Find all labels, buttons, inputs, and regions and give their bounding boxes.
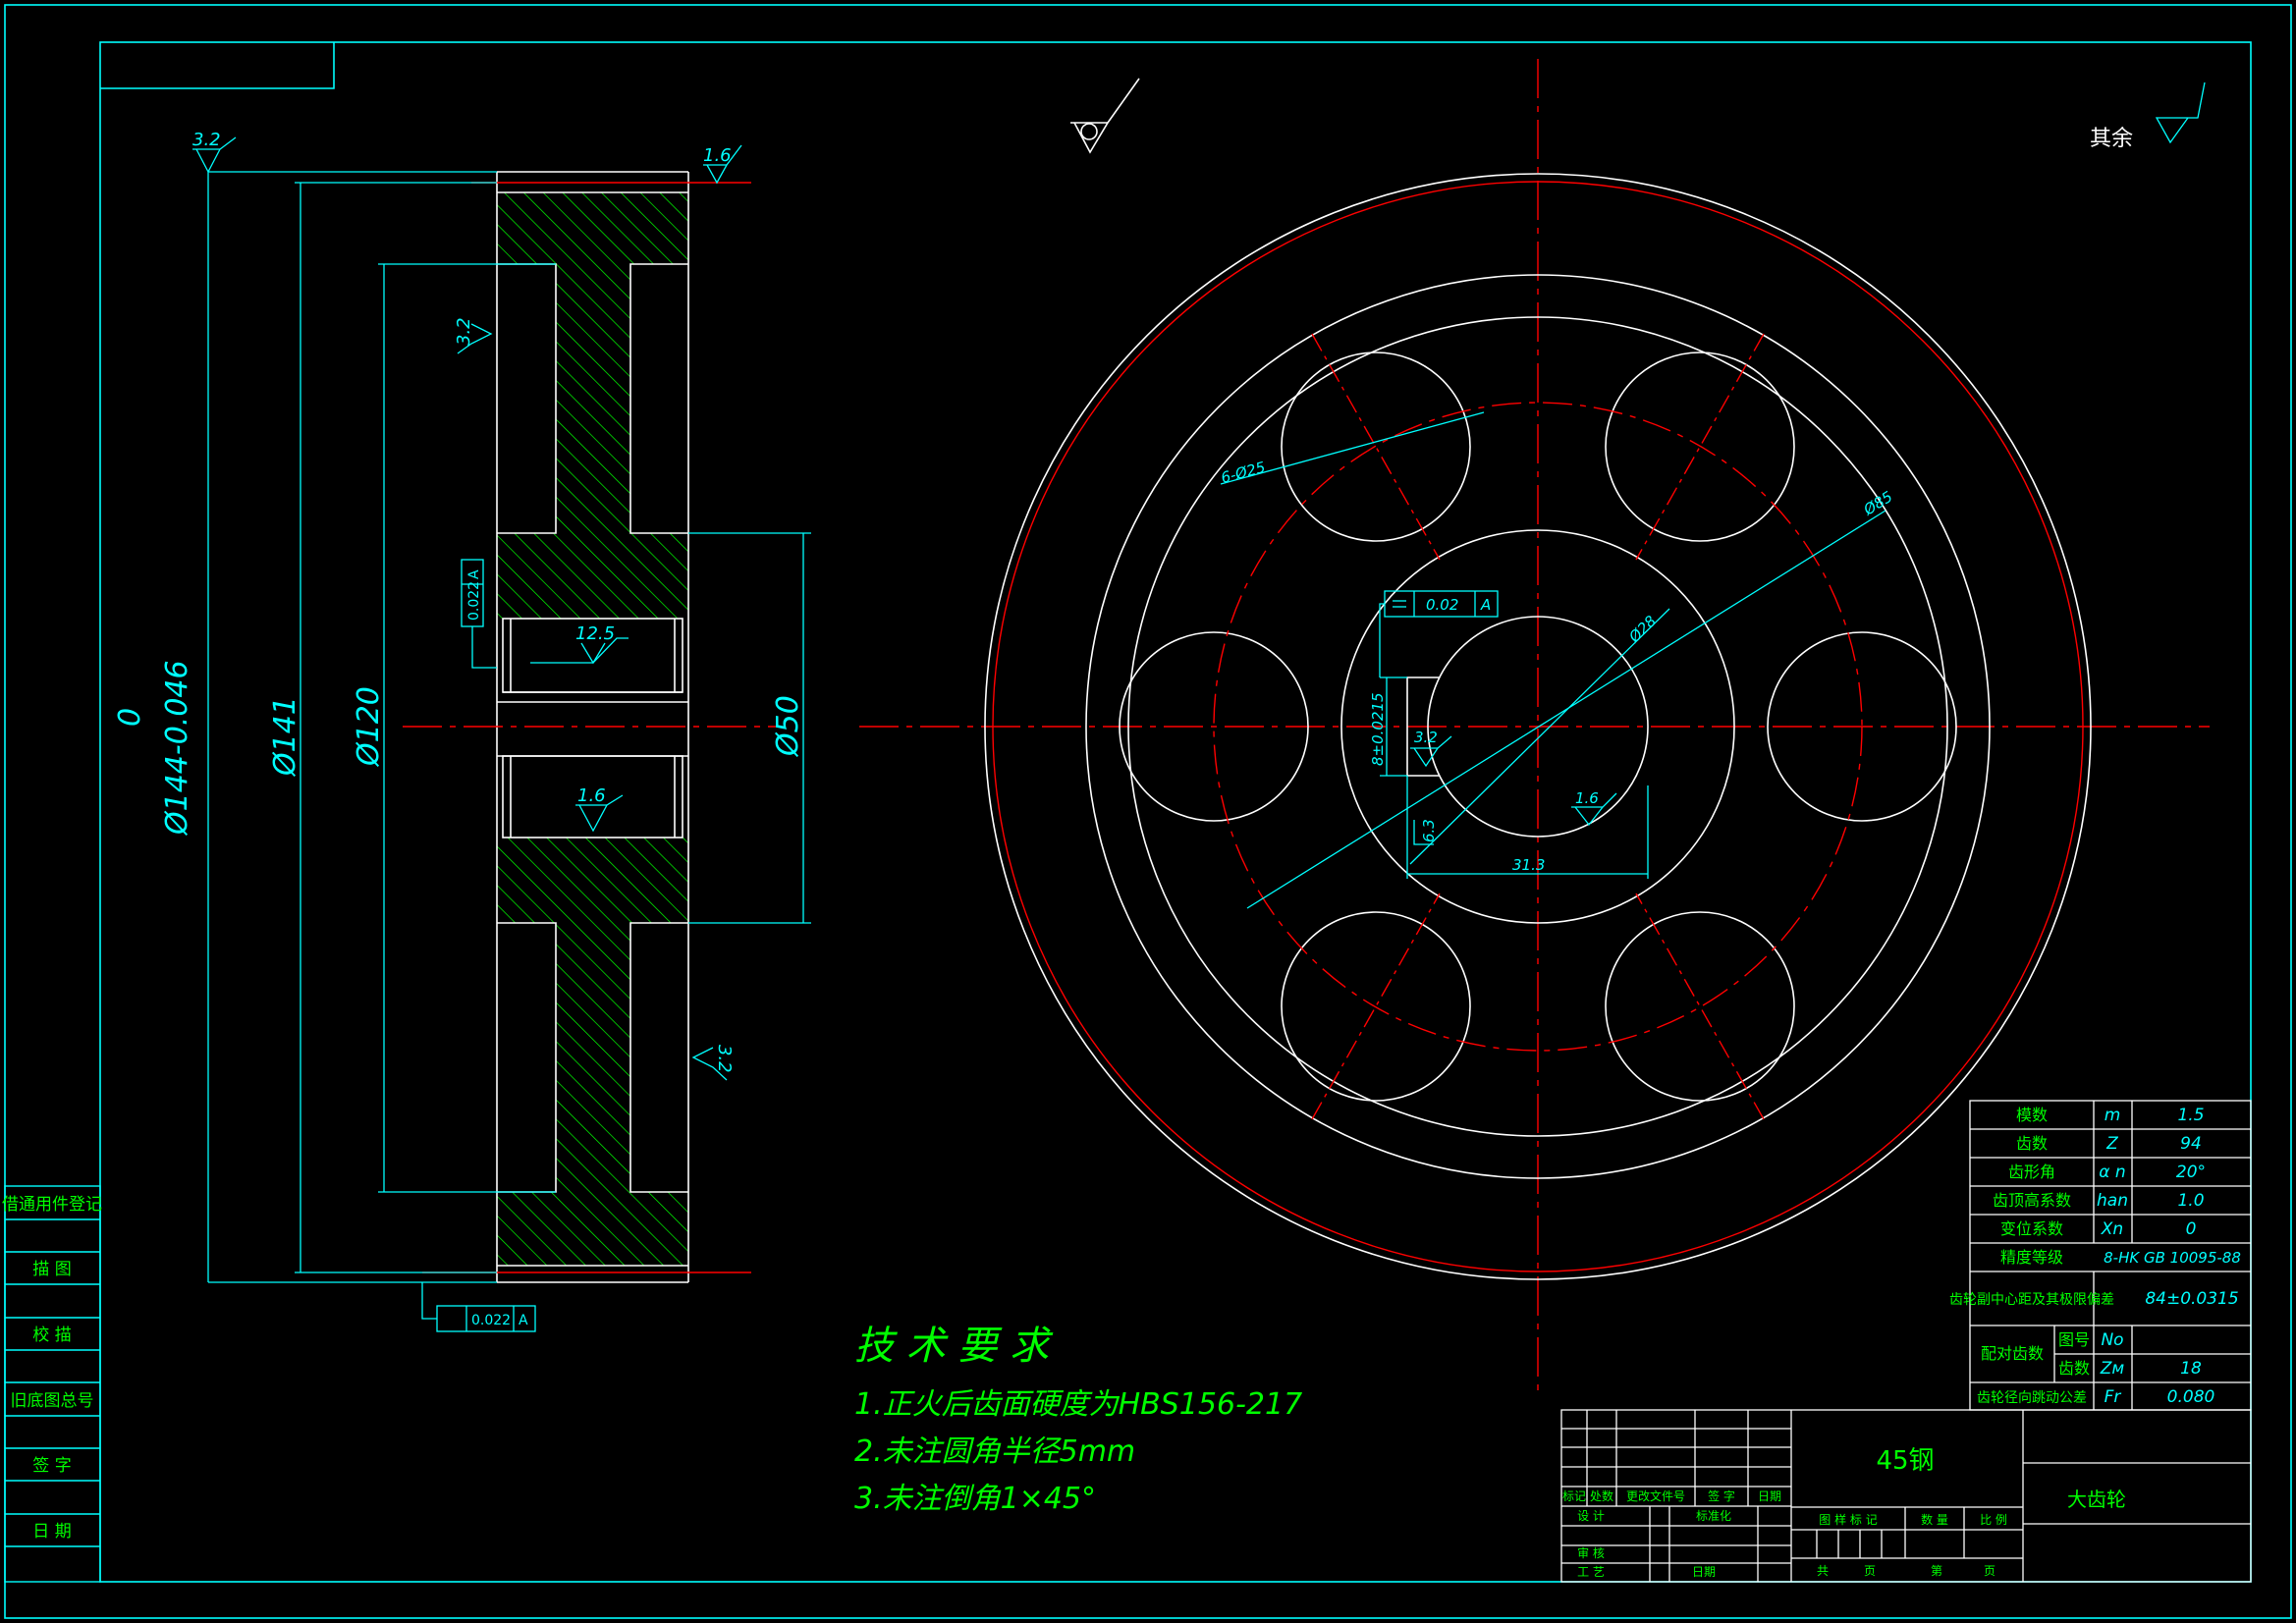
front-centerlines — [859, 59, 2210, 1394]
rev-header-1: 标记 — [1562, 1489, 1586, 1503]
ra-lower-right: 3.2 — [714, 1045, 735, 1073]
tech-item-2: 2.未注圆角半径5mm — [854, 1434, 1135, 1469]
lightening-hole — [1605, 911, 1795, 1102]
side-label-1: 借通用件登记 — [2, 1195, 102, 1215]
param-val-center: 84±0.0315 — [2145, 1289, 2238, 1309]
param-val-xn: 0 — [2186, 1219, 2197, 1239]
general-roughness-symbol — [1070, 78, 1140, 154]
runout-value-bottom: 0.022 — [471, 1313, 511, 1328]
lightening-hole — [1605, 352, 1795, 542]
section-hatch — [497, 192, 688, 1266]
dim-keyway-depth: 31.3 — [1512, 856, 1545, 874]
tb-scale: 比 例 — [1980, 1513, 2007, 1527]
ra-bore-bottom: 1.6 — [577, 785, 606, 806]
param-label-center: 齿轮副中心距及其极限偏差 — [1949, 1292, 2114, 1308]
param-val-han: 1.0 — [2177, 1191, 2204, 1211]
tb-stage: 图 样 标 记 — [1819, 1512, 1877, 1527]
runout-datum-front: A — [1480, 596, 1491, 614]
side-label-5: 签 字 — [32, 1456, 71, 1476]
section-view — [403, 171, 776, 1283]
material: 45钢 — [1876, 1446, 1934, 1476]
tech-item-1: 1.正火后齿面硬度为HBS156-217 — [854, 1387, 1302, 1422]
runout-datum-side: A — [466, 569, 482, 579]
param-label-pair: 配对齿数 — [1981, 1344, 2044, 1363]
tech-title: 技 术 要 求 — [854, 1324, 1054, 1369]
param-sym-fr: Fr — [2105, 1387, 2122, 1407]
param-label-z: 齿数 — [2016, 1134, 2048, 1153]
param-label-pair-z: 齿数 — [2058, 1359, 2090, 1378]
tb-sheet-total: 共 — [1817, 1564, 1829, 1578]
param-label-han: 齿顶高系数 — [1993, 1191, 2071, 1210]
param-label-drawno: 图号 — [2058, 1330, 2090, 1349]
rev-header-4: 签 字 — [1708, 1488, 1735, 1503]
ra-top-left: 3.2 — [192, 130, 221, 150]
param-val-m: 1.5 — [2177, 1106, 2204, 1125]
param-sym-zm: Zм — [2100, 1359, 2125, 1379]
lightening-hole — [1767, 631, 1957, 822]
rev-header-2: 处数 — [1590, 1488, 1613, 1503]
general-roughness-label: 其余 — [2090, 127, 2133, 151]
param-val-pair-z: 18 — [2180, 1359, 2202, 1379]
runout-datum-bottom: A — [519, 1313, 528, 1328]
drawing-frame — [4, 4, 2292, 1619]
param-sym-z: Z — [2105, 1134, 2118, 1154]
param-val-z: 94 — [2180, 1134, 2202, 1154]
side-label-2: 描 图 — [32, 1260, 71, 1279]
front-view — [859, 59, 2210, 1394]
param-label-xn: 变位系数 — [2000, 1219, 2063, 1238]
tb-design: 设 计 — [1577, 1509, 1605, 1523]
side-label-6: 日 期 — [32, 1522, 71, 1542]
ra-hub-inner: 3.2 — [454, 317, 474, 346]
lightening-hole — [1119, 631, 1309, 822]
dim-outer-tol: 0 — [113, 708, 147, 727]
param-sym-m: m — [2105, 1106, 2121, 1125]
runout-value-side: 0.022 — [466, 581, 482, 621]
param-label-precision: 精度等级 — [2000, 1248, 2063, 1267]
runout-value-front: 0.02 — [1426, 596, 1458, 614]
tb-standard: 标准化 — [1696, 1509, 1731, 1523]
ra-bore-front: 1.6 — [1575, 789, 1599, 807]
param-label-alpha: 齿形角 — [2008, 1163, 2055, 1181]
section-dimensions — [192, 136, 811, 1332]
tb-process: 工 艺 — [1577, 1565, 1605, 1579]
side-label-4: 旧底图总号 — [11, 1391, 94, 1411]
title-block — [1560, 1409, 2252, 1583]
param-sym-han: han — [2097, 1191, 2128, 1211]
param-sym-xn: Xn — [2101, 1219, 2123, 1239]
ra-bore-top: 12.5 — [575, 623, 615, 644]
tb-sheet-no: 第 — [1931, 1564, 1942, 1578]
tb-sheet-unit: 页 — [1864, 1564, 1876, 1578]
rev-header-5: 日期 — [1758, 1489, 1781, 1503]
param-val-fr: 0.080 — [2167, 1387, 2215, 1407]
param-sym-no: No — [2101, 1330, 2123, 1350]
ra-keyway: 3.2 — [1414, 729, 1438, 746]
tech-item-3: 3.未注倒角1×45° — [854, 1482, 1096, 1516]
param-label-m: 模数 — [2016, 1106, 2048, 1124]
lightening-hole — [1281, 352, 1471, 542]
dim-keyway-width: 8±0.0215 — [1369, 692, 1387, 766]
param-label-fr: 齿轮径向跳动公差 — [1977, 1390, 2087, 1406]
param-val-alpha: 20° — [2176, 1163, 2206, 1182]
param-val-precision: 8-HK GB 10095-88 — [2104, 1249, 2241, 1267]
side-label-3: 校 描 — [32, 1325, 71, 1345]
tb-date: 日期 — [1692, 1565, 1716, 1579]
param-sym-alpha: α n — [2099, 1163, 2125, 1182]
side-panel — [4, 1185, 101, 1583]
dim-outer: Ø144-0.046 — [160, 660, 194, 837]
dim-web: Ø120 — [352, 686, 386, 768]
dim-hub: Ø50 — [771, 695, 805, 758]
part-name: 大齿轮 — [2067, 1488, 2126, 1511]
ra-top-right: 1.6 — [703, 145, 732, 166]
gear-param-table — [1969, 1100, 2252, 1411]
tb-review: 审 核 — [1577, 1545, 1605, 1560]
tb-qty: 数 量 — [1921, 1512, 1948, 1527]
lightening-hole — [1281, 911, 1471, 1102]
tb-sheet-unit2: 页 — [1984, 1564, 1995, 1578]
dim-pitch: Ø141 — [268, 696, 302, 778]
rev-header-3: 更改文件号 — [1626, 1488, 1685, 1503]
dim-bore-depth: 6.3 — [1420, 819, 1438, 842]
